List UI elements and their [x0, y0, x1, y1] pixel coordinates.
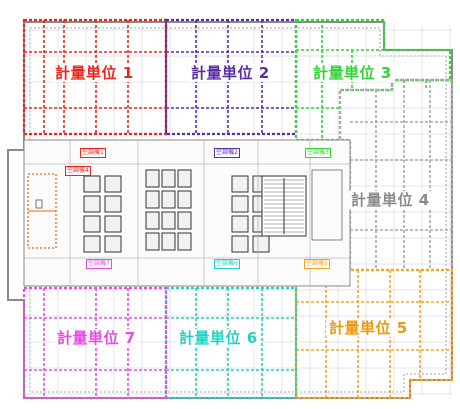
elevator-shaft	[104, 215, 122, 233]
zone-label-5: 計量単位 5	[326, 319, 411, 337]
room-fixture	[35, 199, 43, 209]
elevator-shaft	[83, 235, 101, 253]
ac-unit-5-tag: 空調機5	[304, 259, 330, 269]
zone-label-1: 計量単位 1	[52, 64, 137, 82]
elevator-shaft	[145, 190, 160, 209]
elevator-shaft	[231, 175, 249, 193]
elevator-shaft	[177, 190, 192, 209]
elevator-shaft	[104, 175, 122, 193]
zone-label-6: 計量単位 6	[176, 329, 261, 347]
elevator-shaft	[104, 195, 122, 213]
elevator-shaft	[145, 169, 160, 188]
elevator-shaft	[161, 211, 176, 230]
zone-label-7: 計量単位 7	[54, 329, 139, 347]
core-room	[311, 169, 343, 241]
elevator-shaft	[145, 232, 160, 251]
elevator-shaft	[83, 195, 101, 213]
elevator-shaft	[231, 195, 249, 213]
elevator-shaft	[83, 175, 101, 193]
zone-boundary-z2	[164, 18, 298, 136]
ac-unit-3-tag: 空調機3	[305, 148, 331, 158]
ac-unit-7-tag: 空調機7	[86, 259, 112, 269]
ac-unit-4-tag: 空調機4	[65, 166, 91, 176]
zone-label-2: 計量単位 2	[188, 64, 273, 82]
zone-boundary-z7	[22, 286, 168, 400]
elevator-shaft	[252, 235, 270, 253]
elevator-shaft	[161, 169, 176, 188]
ac-unit-1-tag: 空調機1	[80, 148, 106, 158]
elevator-shaft	[177, 169, 192, 188]
elevator-shaft	[161, 232, 176, 251]
elevator-shaft	[177, 232, 192, 251]
elevator-shaft	[231, 215, 249, 233]
zone-label-4: 計量単位 4	[348, 191, 433, 209]
elevator-shaft	[161, 190, 176, 209]
zone-label-3: 計量単位 3	[310, 64, 395, 82]
elevator-shaft	[231, 235, 249, 253]
elevator-shaft	[145, 211, 160, 230]
inner-wall-line	[29, 27, 447, 393]
elevator-shaft	[83, 215, 101, 233]
ac-unit-2-tag: 空調機2	[214, 148, 240, 158]
ac-unit-6-tag: 空調機6	[214, 259, 240, 269]
zone-boundary-z1	[22, 18, 168, 136]
elevator-shaft	[104, 235, 122, 253]
elevator-shaft	[177, 211, 192, 230]
